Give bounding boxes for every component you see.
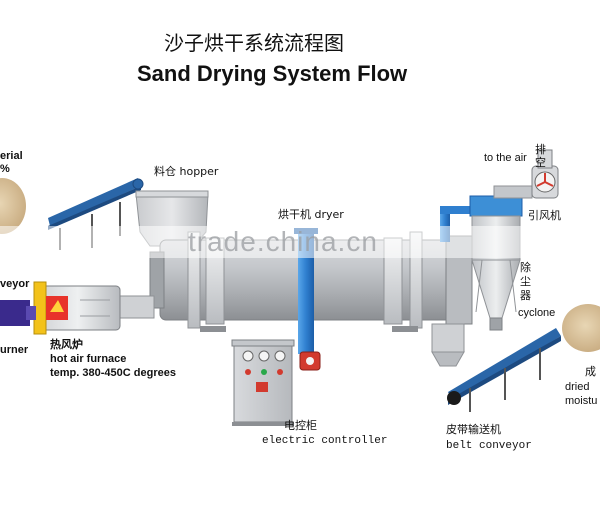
- cyclone-label: cyclone: [518, 307, 556, 319]
- exhaust-duct: [440, 206, 476, 242]
- title-cn: 沙子烘干系统流程图: [164, 31, 344, 55]
- furnace-label-cn: 热风炉: [50, 338, 83, 351]
- dust-collector-label-2: 尘: [520, 275, 531, 288]
- hopper-label: 料仓 hopper: [154, 165, 219, 178]
- dryer-label: 烘干机 dryer: [278, 208, 344, 221]
- title-en: Sand Drying System Flow: [137, 61, 408, 86]
- conveyor-left-label: veyor: [0, 278, 30, 290]
- belt-conveyor-label-en: belt conveyor: [446, 440, 532, 452]
- exhaust-label-1: 排: [535, 143, 546, 156]
- controller-label-cn: 电控柜: [284, 419, 317, 432]
- raw-material-label-2: %: [0, 163, 10, 175]
- furnace-temp-label: temp. 380-450C degrees: [50, 367, 176, 379]
- induced-draft-fan: [493, 149, 559, 199]
- raw-material-pile: [0, 178, 26, 234]
- discharge-chute: [431, 323, 465, 367]
- exhaust-label-2: 空: [535, 156, 546, 169]
- product-label-en-2: moistu: [565, 395, 598, 407]
- product-label-en-1: dried: [565, 381, 590, 393]
- dust-collector-label-3: 器: [520, 289, 531, 302]
- hot-air-furnace: [33, 281, 155, 335]
- induced-fan-label: 引风机: [528, 209, 561, 222]
- to-the-air-label: to the air: [484, 152, 527, 164]
- watermark-text: trade.china.cn: [188, 226, 378, 257]
- watermark-band: [0, 226, 600, 258]
- dried-product-pile: [562, 304, 600, 352]
- electric-control-cabinet: [231, 339, 295, 426]
- furnace-label-en: hot air furnace: [50, 353, 127, 365]
- raw-material-label-1: erial: [0, 150, 23, 162]
- dust-collector-label-1: 除: [520, 261, 531, 274]
- cyclone-dust-collector: [469, 195, 523, 331]
- burner: [0, 300, 36, 326]
- belt-conveyor-label-cn: 皮带输送机: [446, 423, 501, 436]
- discharge-belt-conveyor: [447, 328, 561, 412]
- product-label-cn: 成: [585, 365, 596, 378]
- controller-label-en: electric controller: [262, 435, 388, 447]
- burner-label: urner: [0, 344, 29, 356]
